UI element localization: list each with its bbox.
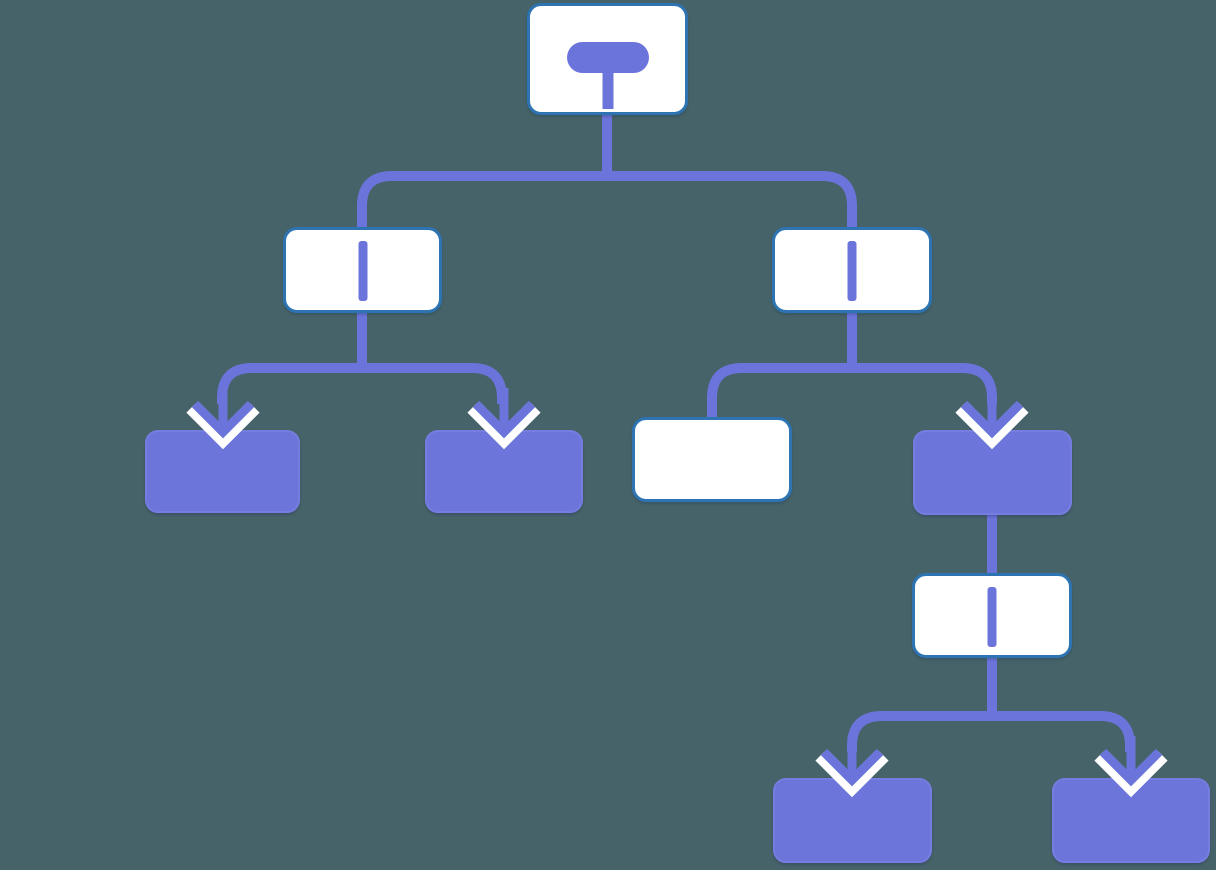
chevron-down-icon (815, 736, 889, 798)
node-root[interactable] (527, 3, 688, 115)
vertical-divider-icon (358, 241, 367, 301)
chevron-down-icon (467, 388, 541, 450)
node-child-right-white[interactable] (632, 417, 792, 502)
node-branch-right[interactable] (772, 227, 932, 313)
chevron-down-icon (1094, 736, 1168, 798)
chevron-down-icon (186, 388, 260, 450)
edge-branch-bottom-rail (847, 711, 1135, 752)
node-branch-left[interactable] (283, 227, 442, 313)
chevron-down-icon (955, 388, 1029, 450)
edge-root-rail (357, 171, 857, 229)
vertical-divider-icon (847, 241, 857, 301)
vertical-divider-icon (987, 587, 997, 647)
node-branch-bottom[interactable] (912, 573, 1072, 658)
edge-branch-left-rail (217, 363, 507, 404)
root-pill-stem-icon (602, 71, 613, 109)
edge-branch-right-rail (707, 363, 997, 419)
root-pill-icon (566, 42, 649, 73)
